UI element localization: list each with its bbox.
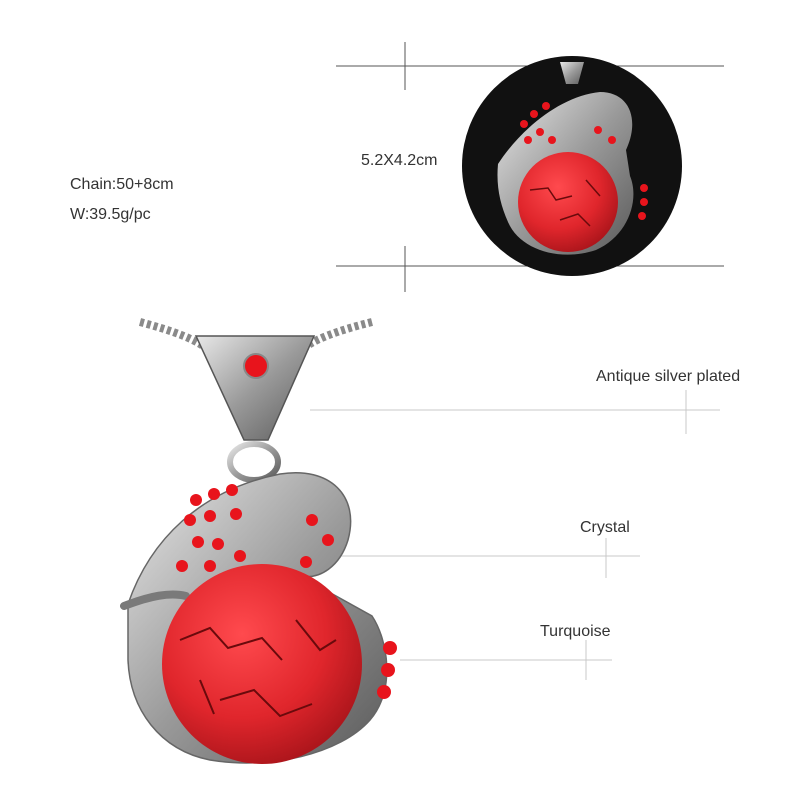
dimension-text: 5.2X4.2cm [361, 152, 438, 169]
weight-text: W:39.5g/pc [70, 206, 151, 223]
callout-lines [310, 390, 720, 680]
callout-turquoise: Turquoise [540, 623, 611, 640]
callout-crystal: Crystal [580, 519, 630, 536]
callout-antique-silver: Antique silver plated [596, 368, 741, 385]
main-pendant [120, 318, 397, 764]
chain-length-text: Chain:50+8cm [70, 176, 174, 193]
detail-view-circle [462, 56, 682, 276]
